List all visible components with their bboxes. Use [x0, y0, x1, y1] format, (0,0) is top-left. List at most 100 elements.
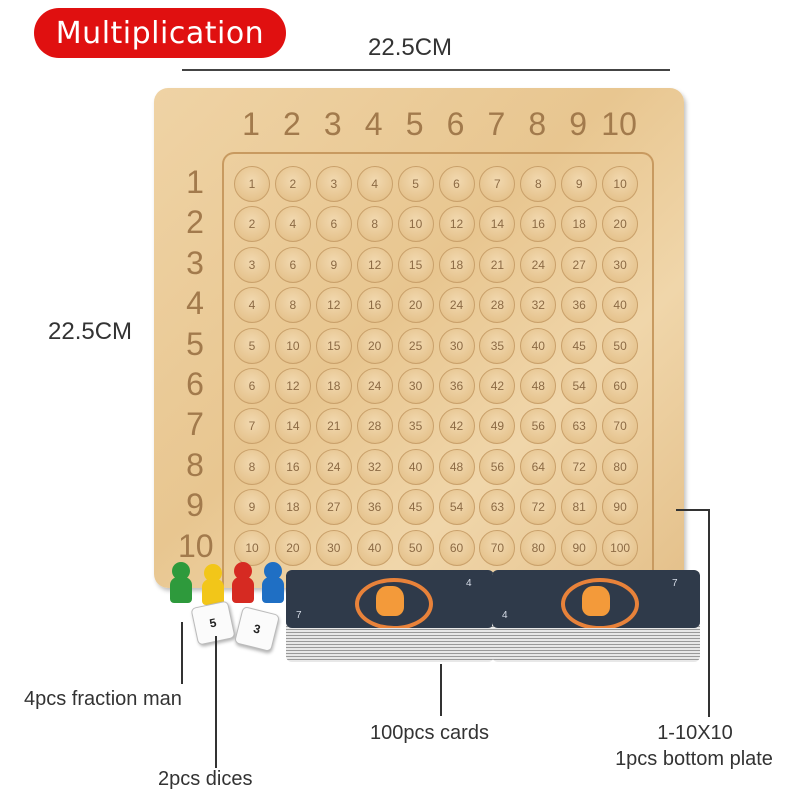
- grid-cell: 42: [479, 368, 516, 404]
- grid-cell: 54: [561, 368, 598, 404]
- grid-cell: 40: [397, 448, 434, 485]
- grid-cell: 4: [274, 206, 311, 243]
- row-number: 10: [178, 527, 214, 564]
- grid-cell: 6: [274, 246, 311, 283]
- grid-cell: 49: [479, 408, 516, 445]
- column-number: 5: [405, 106, 424, 142]
- row-number: 1: [186, 164, 204, 200]
- grid-cell: 30: [438, 327, 475, 364]
- grid-cell: 10: [397, 206, 434, 243]
- die-right: 3: [233, 605, 281, 653]
- grid-cell: 60: [438, 529, 475, 566]
- pawn: [232, 562, 254, 603]
- grid-cell: 56: [520, 408, 557, 445]
- cards-label: 100pcs cards: [370, 722, 489, 744]
- grid-cell: 50: [602, 327, 639, 364]
- grid-cell: 30: [315, 529, 352, 566]
- grid-cell: 16: [274, 448, 311, 485]
- grid-cell: 45: [397, 489, 434, 526]
- grid-cell: 8: [274, 287, 311, 324]
- grid-cell: 18: [438, 246, 475, 283]
- row-number: 5: [186, 325, 204, 362]
- pawn: [170, 562, 192, 603]
- grid-cell: 24: [520, 246, 557, 283]
- dice-label: 2pcs dices: [158, 768, 253, 790]
- column-number: 2: [282, 106, 301, 142]
- dice-leader-line: [215, 636, 217, 768]
- grid-cell: 12: [356, 246, 393, 283]
- grid-cell: 45: [561, 327, 598, 364]
- pawn: [262, 562, 284, 603]
- grid-cell: 8: [356, 206, 393, 243]
- grid-cell: 5: [234, 327, 270, 364]
- grid-cell: 16: [520, 206, 557, 243]
- grid-cell: 5: [397, 166, 434, 202]
- grid-cell: 14: [274, 408, 311, 445]
- grid-cell: 20: [602, 206, 639, 243]
- grid-cell: 25: [397, 327, 434, 364]
- grid-cell: 10: [602, 166, 639, 202]
- grid-cell: 70: [602, 408, 639, 445]
- row-number: 4: [186, 285, 204, 322]
- row-number: 7: [186, 406, 204, 443]
- grid-cell: 72: [520, 489, 557, 526]
- grid-cell: 12: [438, 206, 475, 243]
- grid-cell: 32: [520, 287, 557, 324]
- grid-cell: 40: [602, 287, 639, 324]
- grid-cell: 60: [602, 368, 639, 404]
- grid-cell: 7: [234, 408, 270, 445]
- grid-cell: 6: [438, 166, 475, 202]
- grid-cell: 28: [356, 408, 393, 445]
- grid-cell: 9: [234, 489, 270, 526]
- grid-cell: 4: [356, 166, 393, 202]
- plate-leader-line-v: [708, 509, 710, 717]
- column-number: 1: [242, 106, 260, 142]
- title-badge: Multiplication: [34, 8, 286, 58]
- grid-cell: 20: [397, 287, 434, 324]
- grid-cell: 28: [479, 287, 516, 324]
- grid-cell: 3: [315, 166, 352, 202]
- grid-cell: 40: [520, 327, 557, 364]
- grid-cell: 15: [397, 246, 434, 283]
- grid-cell: 90: [602, 489, 639, 526]
- grid-cell: 20: [356, 327, 393, 364]
- column-number: 6: [446, 106, 465, 142]
- grid-cell: 12: [274, 368, 311, 404]
- grid-cell: 18: [315, 368, 352, 404]
- grid-cell: 15: [315, 327, 352, 364]
- column-number: 7: [487, 106, 506, 142]
- grid-cell: 20: [274, 529, 311, 566]
- grid-cell: 18: [561, 206, 598, 243]
- grid-cell: 72: [561, 448, 598, 485]
- row-number: 3: [186, 244, 204, 281]
- grid-cell: 7: [479, 166, 516, 202]
- plate-leader-line-h: [676, 509, 710, 511]
- grid-cell: 27: [561, 246, 598, 283]
- width-dimension-line: [182, 69, 670, 71]
- grid-cell: 36: [561, 287, 598, 324]
- grid-cell: 36: [356, 489, 393, 526]
- width-dimension-label: 22.5CM: [368, 34, 453, 61]
- grid-cell: 30: [602, 246, 639, 283]
- grid-cell: 27: [315, 489, 352, 526]
- grid-cell: 48: [520, 368, 557, 404]
- grid-cell: 56: [479, 448, 516, 485]
- grid-cell: 16: [356, 287, 393, 324]
- column-number: 10: [601, 106, 637, 142]
- grid-cell: 36: [438, 368, 475, 404]
- grid-cell: 63: [479, 489, 516, 526]
- grid-cell: 40: [356, 529, 393, 566]
- grid-cell: 54: [438, 489, 475, 526]
- grid-cell: 64: [520, 448, 557, 485]
- grid-cell: 2: [234, 206, 270, 243]
- pawn: [202, 564, 224, 605]
- grid-cell: 24: [356, 368, 393, 404]
- grid-cell: 50: [397, 529, 434, 566]
- grid-cell: 100: [602, 529, 639, 566]
- column-number: 3: [323, 106, 342, 142]
- grid-cell: 6: [315, 206, 352, 243]
- grid-cell: 35: [479, 327, 516, 364]
- grid-cell: 4: [234, 287, 270, 324]
- column-number: 9: [569, 106, 588, 142]
